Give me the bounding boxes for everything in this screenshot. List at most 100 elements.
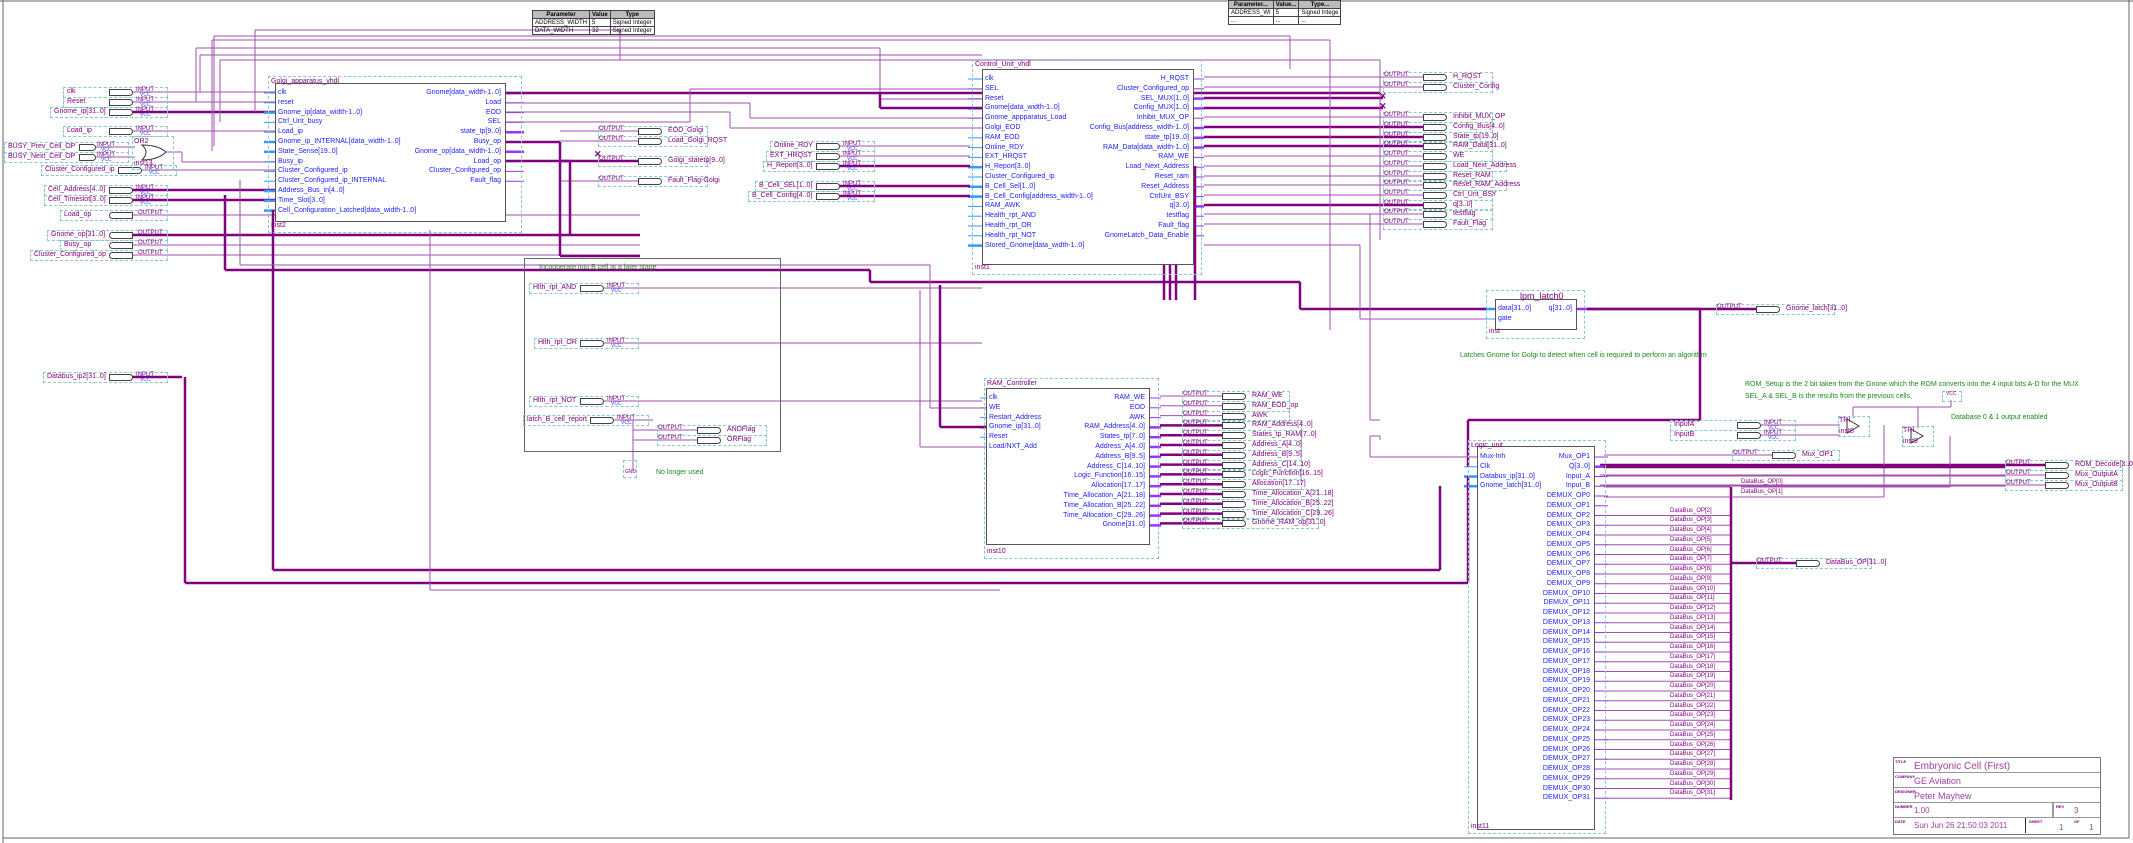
- input-tag: INPUT: [97, 142, 115, 148]
- output-pin[interactable]: [657, 435, 767, 446]
- input-tag: INPUT: [843, 161, 861, 167]
- input-pin-symbol: [1737, 422, 1761, 429]
- input-pin[interactable]: [763, 161, 875, 172]
- or-gate-type: OR2: [134, 138, 149, 145]
- output-port: States_tp[7..0]: [1099, 433, 1145, 441]
- input-port: Gnome_ip[data_width-1..0]: [278, 108, 363, 116]
- output-pin-label: Gnome_op[31..0]: [51, 231, 106, 238]
- input-pin[interactable]: [1670, 430, 1796, 441]
- output-pin[interactable]: [1756, 558, 1872, 569]
- designer: Peter Mayhew: [1914, 791, 1972, 801]
- input-pin[interactable]: [4, 152, 129, 163]
- input-pin-symbol: [590, 417, 614, 424]
- output-port: RAM_Data[data_width-1..0]: [1103, 143, 1189, 151]
- output-pin-symbol: [1423, 182, 1447, 189]
- output-pin-label: States_tp_RAM[7..0]: [1252, 431, 1317, 439]
- output-port: RAM_WE: [1114, 394, 1145, 401]
- param-header: Value: [589, 10, 611, 19]
- input-pin[interactable]: [43, 372, 168, 383]
- input-tag: INPUT: [136, 97, 154, 103]
- output-pin[interactable]: [1383, 219, 1493, 230]
- output-port: DEMUX_OP23: [1542, 716, 1590, 724]
- output-tag: OUTPUT: [1183, 400, 1208, 407]
- output-pin-label: Logic_Function[16..15]: [1252, 470, 1323, 478]
- output-pin-symbol: [1222, 491, 1246, 498]
- output-tag: OUTPUT: [1183, 479, 1208, 486]
- output-pin[interactable]: [1383, 82, 1493, 93]
- output-pin-label: q[3..0]: [1453, 201, 1473, 208]
- databus-label: DataBus_OP[19]: [1670, 673, 1716, 680]
- output-pin[interactable]: [60, 210, 168, 221]
- output-pin-label: Allocation[17..17]: [1252, 480, 1306, 488]
- output-port: DEMUX_OP5: [1546, 540, 1590, 548]
- output-pin-label: RAM_WE: [1252, 392, 1283, 399]
- latch-block[interactable]: [1495, 299, 1577, 330]
- param-cell: Signed Integer: [609, 18, 655, 27]
- databus-label: DataBus_OP[6]: [1670, 546, 1712, 553]
- input-pin[interactable]: [44, 195, 168, 206]
- databus-label: DataBus_OP[21]: [1670, 692, 1716, 699]
- input-pin-symbol: [118, 167, 142, 174]
- output-port: DEMUX_OP14: [1542, 628, 1590, 636]
- output-pin[interactable]: [30, 250, 168, 261]
- param-cell: Signed Intege: [1298, 8, 1342, 17]
- vcc-tag: VCC: [140, 112, 151, 118]
- databus-label: DataBus_OP[4]: [1670, 527, 1712, 533]
- output-pin[interactable]: [1383, 132, 1493, 143]
- output-pin[interactable]: [1716, 304, 1835, 315]
- input-pin-label: InputA: [1674, 421, 1695, 428]
- input-port: Ctrl_Unt_busy: [278, 118, 323, 126]
- tri-instance: inst9: [1903, 438, 1918, 445]
- param-header: Type: [609, 10, 655, 19]
- input-tag: INPUT: [1764, 430, 1782, 436]
- output-pin[interactable]: [1383, 200, 1493, 211]
- golgi-frame: [268, 76, 522, 233]
- input-pin[interactable]: [63, 126, 168, 137]
- vcc-tag: VCC: [140, 131, 151, 137]
- output-pin-label: Time_Allocation_A[21..18]: [1252, 490, 1334, 497]
- param-header: Parameter...: [1228, 0, 1274, 9]
- output-pin-label: Address_B[9..5]: [1252, 450, 1302, 458]
- output-pin-symbol: [1423, 84, 1447, 91]
- output-pin[interactable]: [1182, 518, 1319, 530]
- output-pin[interactable]: [598, 176, 708, 187]
- output-pin-symbol: [2045, 462, 2069, 469]
- input-pin-label: Cluster_Configured_ip: [45, 166, 115, 173]
- output-pin[interactable]: [598, 156, 708, 167]
- input-pin[interactable]: [50, 107, 168, 118]
- output-tag: OUTPUT: [1384, 190, 1409, 196]
- input-pin[interactable]: [748, 191, 875, 202]
- input-pin[interactable]: [41, 165, 177, 176]
- output-pin[interactable]: [2005, 480, 2123, 491]
- input-pin[interactable]: [529, 396, 639, 407]
- ram_controller-block[interactable]: [986, 388, 1150, 545]
- sheet-number: 1: [2059, 823, 2064, 832]
- number-caption: NUMBER: [1895, 804, 1913, 809]
- input-port: Busy_ip: [278, 157, 303, 165]
- input-pin[interactable]: [523, 415, 649, 426]
- control_unit-block[interactable]: [982, 69, 1194, 265]
- input-tag: INPUT: [136, 195, 154, 201]
- input-pin[interactable]: [534, 338, 639, 349]
- input-port: Stored_Gnome[data_width-1..0]: [985, 241, 1085, 249]
- output-pin-symbol: [1423, 202, 1447, 209]
- output-port: Cluster_Configured_op: [1117, 84, 1189, 92]
- output-pin-symbol: [1423, 134, 1447, 141]
- logic_unit-block[interactable]: [1477, 446, 1595, 830]
- golgi-block[interactable]: [275, 83, 506, 222]
- output-port: DEMUX_OP3: [1546, 521, 1590, 529]
- output-pin-label: testflag: [1453, 210, 1476, 217]
- output-pin[interactable]: [1732, 450, 1840, 461]
- output-port: Config_Bus[address_width-1..0]: [1089, 124, 1189, 131]
- output-port: testflag: [1166, 212, 1189, 220]
- input-pin[interactable]: [529, 283, 639, 294]
- input-port: Online_RDY: [985, 143, 1024, 151]
- param-cell: DATA_WIDTH: [531, 26, 591, 35]
- output-tag: OUTPUT: [1384, 122, 1409, 128]
- output-pin-label: Ctrl_Unt_BSY: [1453, 191, 1497, 198]
- output-pin[interactable]: [598, 136, 708, 147]
- output-pin[interactable]: [1383, 171, 1493, 182]
